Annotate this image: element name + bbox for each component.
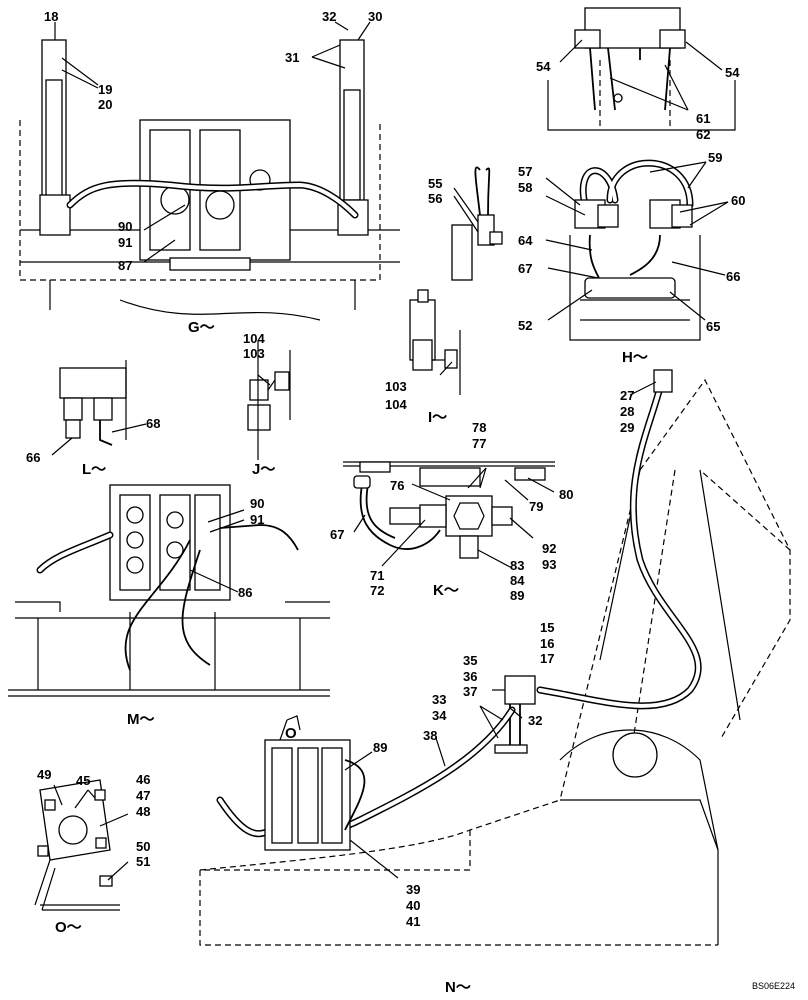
callout-55: 55 (428, 176, 442, 191)
callout-91: 91 (250, 512, 264, 527)
callout-20: 20 (98, 97, 112, 112)
view-label-n: N～ (445, 979, 471, 996)
callout-37: 37 (463, 684, 477, 699)
view-j-drawing (247, 340, 291, 460)
view-label-m: M～ (127, 711, 155, 728)
callout-89: 89 (373, 740, 387, 755)
view-label-g: G～ (188, 319, 215, 336)
callout-48: 48 (136, 804, 150, 819)
callout-29: 29 (620, 420, 634, 435)
callout-15: 15 (540, 620, 554, 635)
callout-59: 59 (708, 150, 722, 165)
callout-76: 76 (390, 478, 404, 493)
callout-28: 28 (620, 404, 634, 419)
view-label-o-arrow: O (285, 725, 297, 742)
callout-56: 56 (428, 191, 442, 206)
callout-93: 93 (542, 557, 556, 572)
callout-66: 66 (26, 450, 40, 465)
view-l-drawing (51, 360, 147, 456)
callout-38: 38 (423, 728, 437, 743)
callout-91: 91 (118, 235, 132, 250)
callout-19: 19 (98, 82, 112, 97)
callout-49: 49 (37, 767, 51, 782)
callout-50: 50 (136, 839, 150, 854)
callout-71: 71 (370, 568, 384, 583)
callout-31: 31 (285, 50, 299, 65)
callout-92: 92 (542, 541, 556, 556)
callout-67: 67 (330, 527, 344, 542)
callout-90: 90 (118, 219, 132, 234)
callout-72: 72 (370, 583, 384, 598)
view-k-drawing (343, 461, 555, 569)
callout-58: 58 (518, 180, 532, 195)
callout-67: 67 (518, 261, 532, 276)
callout-61: 61 (696, 111, 710, 126)
view-label-j: J～ (252, 461, 275, 478)
callout-27: 27 (620, 388, 634, 403)
view-g-drawing (19, 21, 400, 321)
callout-60: 60 (731, 193, 745, 208)
view-o-drawing (34, 779, 129, 911)
callout-35: 35 (463, 653, 477, 668)
callout-64: 64 (518, 233, 533, 248)
callout-39: 39 (406, 882, 420, 897)
callout-65: 65 (706, 319, 720, 334)
callout-32: 32 (528, 713, 542, 728)
callout-66: 66 (726, 269, 740, 284)
view-label-h: H～ (622, 349, 648, 366)
callout-87: 87 (118, 258, 132, 273)
callout-34: 34 (432, 708, 447, 723)
drawing-code: BS06E224 (752, 981, 795, 991)
callout-57: 57 (518, 164, 532, 179)
callout-103: 103 (243, 346, 265, 361)
callout-104: 104 (243, 331, 265, 346)
view-n-drawing (199, 369, 791, 946)
callout-33: 33 (432, 692, 446, 707)
callout-62: 62 (696, 127, 710, 142)
callout-18: 18 (44, 9, 58, 24)
view-labels: G～ H～ I～ J～ L～ K～ M～ O O～ N～ BS06E224 (55, 319, 795, 996)
callout-32: 32 (322, 9, 336, 24)
callout-17: 17 (540, 651, 554, 666)
callout-46: 46 (136, 772, 150, 787)
callout-68: 68 (146, 416, 160, 431)
callout-77: 77 (472, 436, 486, 451)
callout-30: 30 (368, 9, 382, 24)
callout-89: 89 (510, 588, 524, 603)
view-label-l: L～ (82, 461, 106, 478)
callout-labels: 18 19 20 32 30 31 90 91 87 54 54 61 62 5… (26, 9, 745, 929)
callout-86: 86 (238, 585, 252, 600)
callout-54: 54 (536, 59, 551, 74)
callout-79: 79 (529, 499, 543, 514)
callout-45: 45 (76, 773, 90, 788)
view-h-drawing (451, 7, 736, 341)
callout-103: 103 (385, 379, 407, 394)
view-label-o: O～ (55, 919, 82, 936)
callout-80: 80 (559, 487, 573, 502)
view-m-drawing (8, 484, 330, 697)
callout-90: 90 (250, 496, 264, 511)
callout-83: 83 (510, 558, 524, 573)
callout-16: 16 (540, 636, 554, 651)
view-i-drawing (409, 289, 461, 395)
callout-52: 52 (518, 318, 532, 333)
view-label-k: K～ (433, 582, 459, 599)
callout-40: 40 (406, 898, 420, 913)
callout-47: 47 (136, 788, 150, 803)
callout-84: 84 (510, 573, 525, 588)
callout-36: 36 (463, 669, 477, 684)
callout-54: 54 (725, 65, 740, 80)
callout-41: 41 (406, 914, 420, 929)
callout-104: 104 (385, 397, 407, 412)
view-label-i: I～ (428, 409, 447, 426)
callout-78: 78 (472, 420, 486, 435)
callout-51: 51 (136, 854, 150, 869)
